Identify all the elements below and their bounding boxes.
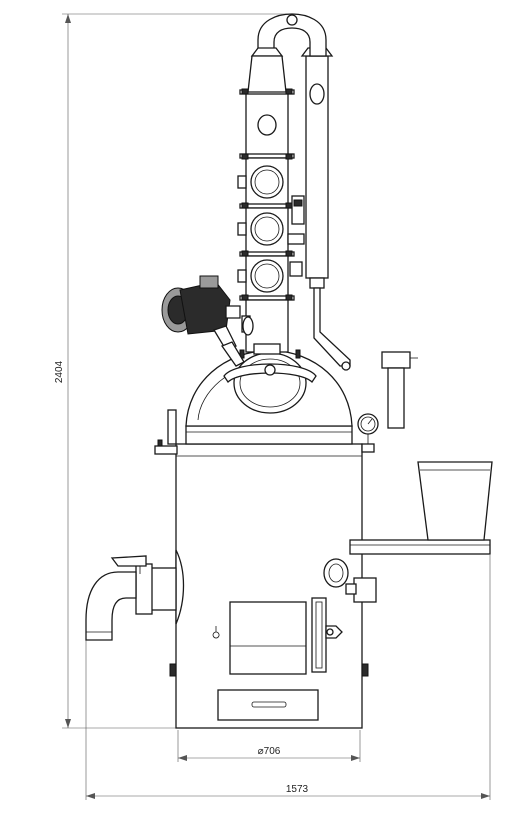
cooling-valve-upper bbox=[287, 195, 305, 245]
side-thermometer-port bbox=[323, 558, 377, 608]
cooling-valve-lower bbox=[289, 261, 303, 277]
column-neck bbox=[253, 343, 281, 355]
pressure-gauge bbox=[357, 413, 379, 453]
spirit-outlet bbox=[381, 351, 418, 429]
column-plate-1 bbox=[237, 157, 295, 209]
left-sight-valve bbox=[154, 409, 178, 455]
side-tray bbox=[349, 539, 491, 555]
sight-glass bbox=[311, 597, 343, 673]
dephlegmator bbox=[300, 47, 334, 289]
manhole-cover bbox=[223, 349, 317, 414]
discharge-pipe bbox=[85, 549, 185, 641]
column-plate-2 bbox=[237, 207, 295, 257]
diameter-dimension: ⌀706 bbox=[177, 730, 361, 762]
column-top-section bbox=[239, 89, 295, 159]
ash-drawer bbox=[217, 689, 319, 721]
firebox-door bbox=[212, 601, 307, 675]
width-dimension: 1573 bbox=[85, 555, 491, 800]
height-label: 2404 bbox=[54, 360, 65, 383]
diameter-label: ⌀706 bbox=[258, 746, 281, 757]
dephlegmator-drain-line bbox=[313, 287, 351, 371]
width-label: 1573 bbox=[286, 784, 309, 795]
gooseneck bbox=[247, 13, 327, 93]
height-dimension: 2404 bbox=[54, 13, 290, 729]
agitator-motor bbox=[161, 275, 254, 367]
hopper bbox=[417, 461, 493, 541]
column-plate-3 bbox=[237, 255, 295, 301]
